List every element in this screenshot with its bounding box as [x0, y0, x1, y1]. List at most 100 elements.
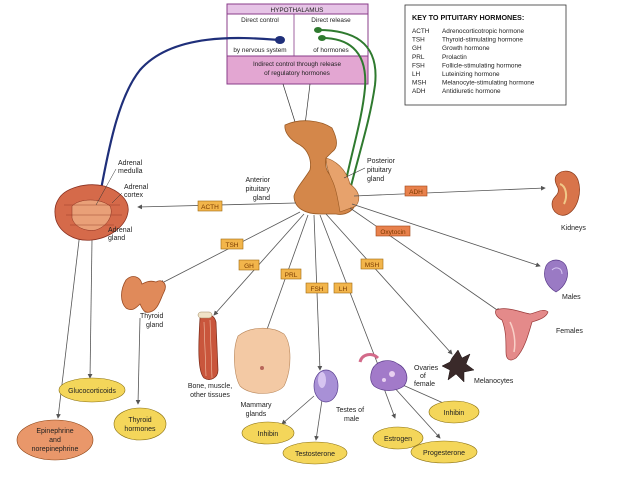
svg-text:Inhibin: Inhibin	[258, 431, 279, 438]
svg-text:Adrenal: Adrenal	[118, 160, 143, 167]
key-name: Adrenocorticotropic hormone	[442, 28, 525, 35]
svg-text:pituitary: pituitary	[367, 167, 392, 174]
indirect-control-label: Indirect control through release	[253, 61, 342, 68]
key-abbr: LH	[412, 71, 421, 78]
svg-text:norepinephrine: norepinephrine	[32, 446, 79, 453]
key-name: Follicle-stimulating hormone	[442, 62, 522, 69]
tag-tsh: TSH	[220, 238, 244, 250]
svg-text:Adrenal: Adrenal	[124, 184, 149, 191]
key-name: Luteinizing hormone	[442, 71, 500, 78]
svg-text:Ovaries: Ovaries	[414, 365, 439, 372]
svg-text:Glucocorticoids: Glucocorticoids	[68, 388, 116, 395]
svg-text:TSH: TSH	[226, 242, 239, 249]
adrenal-cortex-label: Adrenal cortex	[111, 184, 149, 204]
kidneys-figure: Kidneys	[551, 170, 586, 232]
oval-testosterone: Testosterone	[282, 441, 348, 465]
nerve-pathway-green	[314, 27, 377, 191]
svg-text:Thyroid: Thyroid	[140, 313, 163, 320]
ovaries-figure: Ovaries of female	[358, 353, 439, 391]
adrenal-gland-label: Adrenal gland	[108, 227, 133, 242]
svg-text:FSH: FSH	[311, 286, 324, 293]
svg-text:medulla: medulla	[118, 168, 143, 175]
svg-text:MSH: MSH	[365, 262, 380, 269]
svg-text:gland: gland	[146, 322, 163, 329]
svg-text:Kidneys: Kidneys	[561, 225, 586, 232]
tag-msh: MSH	[360, 258, 384, 270]
svg-text:Thyroid: Thyroid	[128, 417, 151, 424]
svg-text:gland: gland	[253, 195, 270, 202]
adrenal-gland	[54, 184, 129, 241]
svg-text:hormones: hormones	[124, 426, 156, 433]
key-abbr: MSH	[412, 80, 427, 87]
oval-inhibin-female: Inhibin	[428, 400, 480, 424]
tag-lh: LH	[333, 282, 353, 294]
mammary-figure: Mammary glands	[234, 327, 291, 418]
hypothalamus-box: HYPOTHALAMUS Direct control by nervous s…	[226, 3, 369, 85]
svg-text:GH: GH	[244, 263, 254, 270]
key-name: Melanocyte-stimulating hormone	[442, 80, 535, 87]
svg-text:gland: gland	[108, 235, 125, 242]
svg-text:Testes of: Testes of	[336, 407, 364, 414]
by-nervous-system-label: by nervous system	[233, 47, 286, 54]
key-title: KEY TO PITUITARY HORMONES:	[412, 13, 524, 22]
svg-text:Epinephrine: Epinephrine	[36, 428, 73, 435]
oval-glucocorticoids: Glucocorticoids	[58, 377, 126, 403]
svg-text:other tissues: other tissues	[190, 392, 230, 399]
tag-acth: ACTH	[197, 200, 223, 212]
svg-text:Oxytocin: Oxytocin	[380, 229, 406, 236]
oval-inhibin-male: Inhibin	[241, 421, 295, 445]
tag-prl: PRL	[280, 268, 302, 280]
svg-text:gland: gland	[367, 176, 384, 183]
adrenal-medulla-label: Adrenal medulla	[95, 160, 143, 206]
svg-text:Mammary: Mammary	[240, 402, 272, 409]
svg-text:Testosterone: Testosterone	[295, 451, 335, 458]
svg-text:Melanocytes: Melanocytes	[474, 378, 514, 385]
svg-text:ACTH: ACTH	[201, 204, 219, 211]
svg-text:Progesterone: Progesterone	[423, 450, 465, 457]
key-abbr: ACTH	[412, 28, 430, 35]
svg-text:ADH: ADH	[409, 189, 423, 196]
tag-adh: ADH	[404, 185, 428, 197]
svg-text:Males: Males	[562, 294, 581, 301]
key-name: Prolactin	[442, 54, 467, 61]
thyroid-gland: Thyroid gland	[121, 276, 166, 329]
females-figure: Females	[495, 308, 583, 361]
key-name: Thyroid-stimulating hormone	[442, 37, 523, 44]
oval-epinephrine: Epinephrine and norepinephrine	[16, 419, 94, 461]
svg-text:male: male	[344, 416, 359, 423]
svg-text:pituitary: pituitary	[245, 186, 270, 193]
svg-text:Bone, muscle,: Bone, muscle,	[188, 383, 232, 390]
hormone-key: KEY TO PITUITARY HORMONES: ACTH Adrenocor…	[404, 4, 567, 106]
pituitary-gland	[284, 120, 360, 215]
svg-text:cortex: cortex	[124, 192, 144, 199]
svg-text:Anterior: Anterior	[245, 177, 270, 184]
key-abbr: ADH	[412, 88, 426, 95]
svg-text:Adrenal: Adrenal	[108, 227, 133, 234]
anterior-pituitary-label: Anterior pituitary gland	[245, 177, 270, 202]
hormone-arrows	[56, 185, 546, 441]
svg-text:Females: Females	[556, 328, 583, 335]
svg-text:and: and	[49, 437, 61, 444]
posterior-pituitary-label: Posterior pituitary gland	[343, 158, 396, 183]
svg-text:Posterior: Posterior	[367, 158, 396, 165]
key-abbr: FSH	[412, 62, 425, 69]
svg-text:of: of	[420, 373, 426, 380]
melanocytes-figure: Melanocytes	[441, 349, 514, 385]
key-abbr: PRL	[412, 54, 425, 61]
svg-text:Inhibin: Inhibin	[444, 410, 465, 417]
tag-fsh: FSH	[305, 282, 329, 294]
svg-text:female: female	[414, 381, 435, 388]
oval-progesterone: Progesterone	[410, 440, 478, 464]
testes-figure: Testes of male	[313, 369, 364, 423]
tag-gh: GH	[238, 259, 260, 271]
key-abbr: TSH	[412, 37, 425, 44]
key-name: Growth hormone	[442, 45, 490, 52]
males-figure: Males	[544, 259, 581, 301]
oval-thyroid-hormones: Thyroid hormones	[113, 407, 167, 441]
oval-estrogen: Estrogen	[372, 426, 424, 450]
svg-text:Estrogen: Estrogen	[384, 436, 412, 443]
hypothalamus-title: HYPOTHALAMUS	[271, 7, 324, 14]
